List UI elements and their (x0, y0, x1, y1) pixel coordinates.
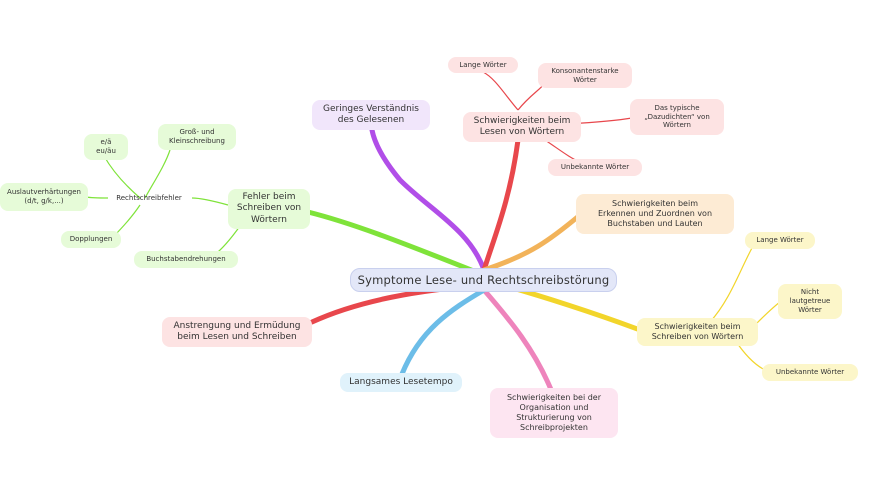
connector-organisation (481, 287, 555, 395)
central-label: Symptome Lese- und Rechtschreibstörung (357, 272, 610, 287)
connector-erkennen (481, 212, 583, 273)
node-rechtschreibfehler-label: Rechtschreibfehler (116, 193, 182, 202)
node-erkennen-label: Schwierigkeiten beim Erkennen und Zuordn… (597, 199, 713, 228)
node-lesen-woerter: Schwierigkeiten beim Lesen von Wörtern (463, 112, 581, 142)
node-rechtschreibfehler: Rechtschreibfehler (104, 190, 194, 206)
node-fehler: Fehler beim Schreiben von Wörtern (228, 189, 310, 229)
node-lesetempo-label: Langsames Lesetempo (349, 376, 453, 387)
connector-verstaendnis (369, 127, 487, 273)
node-schreiben-woerter-label: Schwierigkeiten beim Schreiben von Wörte… (651, 322, 744, 341)
node-gross-klein-label: Groß- und Kleinschreibung (169, 128, 225, 145)
node-gross-klein: Groß- und Kleinschreibung (158, 124, 236, 150)
node-fehler-label: Fehler beim Schreiben von Wörtern (236, 192, 302, 225)
node-schreiben-lange: Lange Wörter (745, 232, 815, 249)
node-erkennen: Schwierigkeiten beim Erkennen und Zuordn… (576, 194, 734, 234)
connector-rs-gross-klein (144, 149, 171, 199)
node-buchstabendrehungen-label: Buchstabendrehungen (146, 255, 226, 264)
node-dopplungen: Dopplungen (61, 231, 121, 248)
node-lesen-konsonanten-label: Konsonantenstarke Wörter (551, 66, 619, 84)
connector-lesetempo (399, 287, 487, 377)
node-lesen-dazudichten: Das typische „Dazudichten“ von Wörtern (630, 99, 724, 135)
node-lesen-konsonanten: Konsonantenstarke Wörter (538, 63, 632, 88)
node-verstaendnis: Geringes Verständnis des Gelesenen (312, 100, 430, 130)
node-lesen-lange-label: Lange Wörter (459, 60, 507, 69)
node-e-ae-label: e/ä eu/äu (96, 138, 116, 155)
node-auslaut: Auslautverhärtungen (d/t, g/k,...) (0, 183, 88, 211)
node-lesen-lange: Lange Wörter (448, 57, 518, 73)
node-schreiben-unbekannte: Unbekannte Wörter (762, 364, 858, 381)
node-schreiben-nicht-lautgetreu-label: Nicht lautgetreue Wörter (789, 288, 831, 314)
connector-schreiben-nicht-lautgetreu (754, 301, 781, 326)
node-anstrengung-label: Anstrengung und Ermüdung beim Lesen und … (173, 320, 301, 342)
node-lesen-woerter-label: Schwierigkeiten beim Lesen von Wörtern (473, 115, 571, 137)
node-auslaut-label: Auslautverhärtungen (d/t, g/k,...) (7, 188, 81, 205)
node-dopplungen-label: Dopplungen (69, 235, 113, 244)
connector-fehler (305, 209, 487, 278)
central-node: Symptome Lese- und Rechtschreibstörung (350, 268, 617, 292)
node-schreiben-lange-label: Lange Wörter (756, 236, 804, 245)
node-organisation: Schwierigkeiten bei der Organisation und… (490, 388, 618, 438)
node-anstrengung: Anstrengung und Ermüdung beim Lesen und … (162, 317, 312, 347)
node-schreiben-woerter: Schwierigkeiten beim Schreiben von Wörte… (637, 318, 758, 346)
node-verstaendnis-label: Geringes Verständnis des Gelesenen (323, 103, 419, 125)
node-lesen-dazudichten-label: Das typische „Dazudichten“ von Wörtern (644, 103, 710, 130)
connector-lesen-woerter (481, 137, 521, 273)
node-lesetempo: Langsames Lesetempo (340, 373, 462, 392)
node-organisation-label: Schwierigkeiten bei der Organisation und… (506, 393, 602, 432)
node-lesen-unbekannte-label: Unbekannte Wörter (560, 163, 630, 172)
node-schreiben-nicht-lautgetreu: Nicht lautgetreue Wörter (778, 284, 842, 319)
node-lesen-unbekannte: Unbekannte Wörter (548, 159, 642, 176)
node-buchstabendrehungen: Buchstabendrehungen (134, 251, 238, 268)
connector-schreiben-lange (709, 247, 753, 323)
connector-fehler-rechtschreibfehler (191, 197, 229, 206)
node-schreiben-unbekannte-label: Unbekannte Wörter (775, 368, 845, 377)
node-e-ae: e/ä eu/äu (84, 134, 128, 160)
connector-lesen-lange (482, 71, 519, 111)
